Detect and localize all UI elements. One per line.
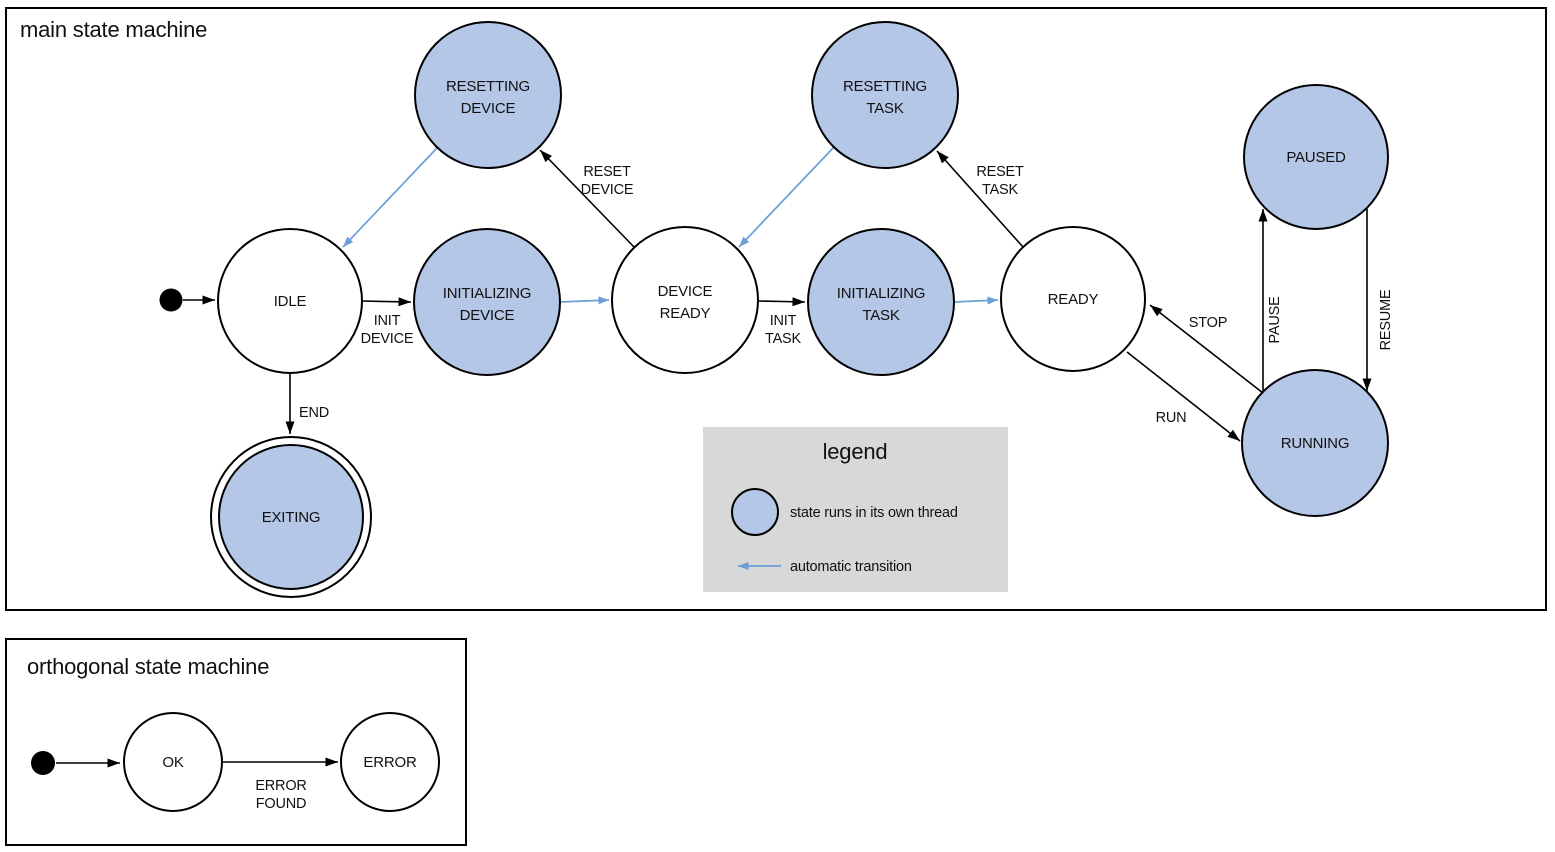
svg-text:INIT: INIT [374,313,401,329]
transition-resume-label: RESUME [1378,289,1394,350]
transition-reset-task-arrow [936,150,1024,248]
svg-text:DEVICE: DEVICE [361,331,414,347]
svg-text:FOUND: FOUND [256,796,307,812]
transition-init-task-arrow [757,297,806,307]
svg-text:TASK: TASK [765,331,802,347]
svg-text:DEVICE: DEVICE [461,100,516,117]
legend-title: legend [823,439,888,464]
transition-auto-ready-arrow [953,296,999,305]
initial-state-dot [159,288,183,312]
state-ready: READY [1000,226,1146,372]
state-running: RUNNING [1241,369,1389,517]
state-initializing-device: INITIALIZING DEVICE [413,228,561,376]
svg-text:RUNNING: RUNNING [1281,435,1350,452]
transition-run-arrow [1126,351,1241,442]
orthogonal-machine-title: orthogonal state machine [27,654,269,679]
svg-text:OK: OK [162,754,183,771]
transition-stop-arrow [1149,304,1264,394]
transition-stop-label: STOP [1189,315,1227,331]
svg-text:ERROR: ERROR [363,754,417,771]
transition-init-device-arrow [361,297,412,307]
transition-auto-device-ready-2-arrow [738,146,835,248]
transition-init-device-label: INIT DEVICE [361,313,415,347]
svg-text:ERROR: ERROR [255,778,306,794]
transition-auto-device-ready-arrow [559,296,610,305]
svg-text:RESET: RESET [583,164,631,180]
main-machine-border [5,7,1547,611]
svg-text:DEVICE: DEVICE [460,307,515,324]
svg-text:TASK: TASK [866,100,903,117]
state-exiting-final: EXITING [210,436,372,598]
state-idle: IDLE [217,228,363,374]
transition-reset-device-arrow [539,149,636,249]
svg-text:TASK: TASK [862,307,899,324]
svg-text:TASK: TASK [982,182,1019,198]
ortho-initial-state-dot [31,751,55,775]
transition-reset-task-label: RESET TASK [976,164,1024,198]
transition-auto-idle-arrow [342,147,438,248]
state-error: ERROR [340,712,440,812]
legend: legend state runs in its own thread auto… [703,427,1008,592]
svg-text:RESETTING: RESETTING [843,78,927,95]
svg-text:INITIALIZING: INITIALIZING [837,285,925,302]
legend-thread-state-label: state runs in its own thread [790,505,958,521]
state-initializing-task: INITIALIZING TASK [807,228,955,376]
svg-text:READY: READY [1048,291,1099,308]
svg-text:IDLE: IDLE [274,293,307,310]
svg-text:RESET: RESET [976,164,1024,180]
state-ok: OK [123,712,223,812]
state-resetting-task: RESETTING TASK [811,21,959,169]
svg-text:READY: READY [660,305,711,322]
transition-pause-label: PAUSE [1267,296,1283,344]
main-machine-title: main state machine [20,17,207,42]
legend-thread-state-icon [731,488,779,536]
svg-text:DEVICE: DEVICE [658,283,713,300]
svg-text:PAUSED: PAUSED [1286,149,1346,166]
transition-end-label: END [299,405,329,421]
state-resetting-device: RESETTING DEVICE [414,21,562,169]
orthogonal-state-machine-group: orthogonal state machine ERROR FOUND OK … [5,638,467,846]
svg-text:RESETTING: RESETTING [446,78,530,95]
svg-text:INITIALIZING: INITIALIZING [443,285,531,302]
svg-text:EXITING: EXITING [262,509,321,526]
state-paused: PAUSED [1243,84,1389,230]
transition-reset-device-label: RESET DEVICE [581,164,635,198]
legend-automatic-transition-label: automatic transition [790,559,912,575]
svg-text:INIT: INIT [770,313,797,329]
state-device-ready: DEVICE READY [611,226,759,374]
main-state-machine-group: main state machine INIT DEVICE RESET DEV… [5,7,1547,611]
orthogonal-machine-border [5,638,467,846]
transition-init-task-label: INIT TASK [765,313,802,347]
ortho-transition-error-found-label: ERROR FOUND [255,778,307,812]
svg-text:DEVICE: DEVICE [581,182,634,198]
transition-run-label: RUN [1156,410,1187,426]
